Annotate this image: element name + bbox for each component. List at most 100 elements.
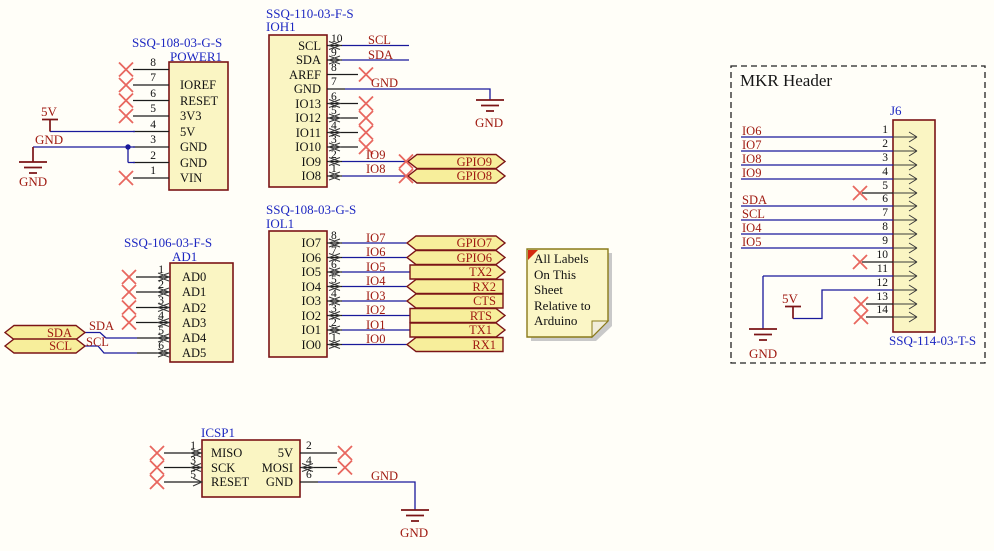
pin-label: IOREF (180, 78, 217, 92)
net-label-gnd: GND (371, 75, 399, 90)
pin-number: 14 (876, 304, 889, 316)
pin-label: SCK (211, 460, 236, 475)
net-label-io4: IO4 (742, 221, 762, 235)
pin-label: GND (180, 140, 208, 154)
flag-rx2 (405, 278, 504, 295)
pin-label: IO10 (295, 140, 321, 154)
pin-number: 10 (876, 249, 889, 261)
pin-label: IO11 (295, 125, 321, 140)
pin-number: 7 (331, 76, 337, 88)
net-label-scl: SCL (86, 334, 109, 349)
pin-number: 1 (158, 264, 164, 276)
mkr-header-title: MKR Header (740, 71, 833, 90)
ioh1-nc (358, 66, 414, 184)
no-connect-markers (118, 61, 869, 490)
ioh1-stubs (327, 44, 358, 177)
flag-label-cts: CTS (473, 294, 496, 308)
icsp1-gnd-symbol (401, 509, 429, 522)
iol1-part-number: SSQ-108-03-G-S (266, 201, 357, 217)
pin-number: 5 (190, 469, 196, 481)
j6-pin-arrows (893, 131, 918, 323)
pin-label: RESET (211, 475, 250, 489)
power-symbols (19, 99, 801, 522)
ad1-refdes: AD1 (172, 249, 198, 264)
net-label: IO6 (366, 245, 386, 259)
pin-label: GND (265, 475, 293, 489)
iol1-body (268, 230, 328, 358)
pin-number: 6 (331, 90, 337, 103)
pin-number: 7 (331, 244, 337, 257)
ioh1-pin-glyphs (327, 41, 342, 181)
component-bodies (168, 34, 936, 498)
mkr-5v-symbol (785, 305, 801, 319)
icsp1-stubs (164, 452, 337, 483)
flag-label-sda: SDA (46, 325, 72, 340)
pin-label: IO6 (301, 250, 321, 265)
pin-label: AD2 (182, 300, 207, 315)
net-label-io9: IO9 (742, 166, 762, 180)
flag-label-gpio8: GPIO8 (456, 169, 492, 183)
j6-refdes: J6 (890, 103, 902, 118)
iol1-stubs (327, 242, 342, 346)
pin-direction-glyphs (156, 41, 918, 487)
net-label: IO3 (366, 288, 386, 303)
pin-label: IO3 (301, 294, 321, 308)
gnd-symbol-label: GND (749, 345, 778, 361)
pin-number: 6 (150, 87, 156, 100)
pin-number: 13 (876, 291, 889, 303)
power1-nc (118, 61, 134, 186)
ioh1-body (268, 34, 328, 188)
net-label: IO0 (366, 332, 386, 346)
j6-wires (741, 136, 893, 329)
pin-label: AD5 (182, 346, 207, 360)
flag-label-scl: SCL (49, 339, 72, 353)
flag-label-tx2: TX2 (469, 265, 492, 279)
net-label-io6: IO6 (742, 124, 762, 138)
pin-number: 1 (150, 165, 156, 177)
icsp1-refdes: ICSP1 (201, 425, 235, 440)
pin-number: 8 (331, 61, 337, 74)
pin-number: 8 (331, 230, 337, 242)
note-fold-corner (591, 320, 610, 339)
pin-number: 6 (306, 469, 312, 481)
iol1-refdes: IOL1 (266, 215, 295, 231)
flag-label-gpio9: GPIO9 (456, 154, 492, 169)
net-label-scl: SCL (742, 207, 765, 221)
net-label-io9: IO9 (366, 147, 386, 162)
pin-number: 3 (331, 134, 337, 146)
pin-label: SCL (298, 38, 321, 53)
pin-number: 2 (331, 317, 337, 329)
pin-number: 5 (331, 273, 337, 286)
pin-stubs (133, 44, 893, 483)
pin-number: 8 (882, 221, 888, 233)
power1-stubs (133, 68, 169, 179)
ioh1-gnd-symbol (476, 99, 504, 112)
pin-number: 1 (331, 163, 337, 175)
pin-number: 2 (306, 440, 312, 452)
pin-label: AD4 (182, 331, 207, 345)
ad1-part-number: SSQ-106-03-F-S (124, 234, 213, 250)
note-text-line: Arduino (534, 313, 578, 328)
left-gnd-symbol (19, 147, 47, 174)
ioh1-part-number: SSQ-110-03-F-S (266, 5, 354, 21)
net-label-scl: SCL (368, 33, 391, 47)
pin-number: 6 (331, 259, 337, 271)
pin-label: IO5 (301, 265, 321, 279)
pin-label: MISO (211, 446, 243, 460)
pin-number: 6 (158, 340, 164, 352)
net-label: IO4 (366, 274, 386, 288)
pin-number: 10 (331, 32, 343, 45)
j6-part-number: SSQ-114-03-T-S (889, 332, 977, 348)
pin-number: 9 (882, 235, 888, 247)
net-wires (33, 44, 893, 510)
pin-label: IO0 (301, 337, 321, 352)
flag-rx1 (405, 336, 504, 353)
ad1-wires (85, 331, 137, 354)
flag-tx2 (409, 264, 507, 280)
pin-label: 3V3 (180, 109, 202, 123)
flag-label-tx1: TX1 (469, 323, 492, 337)
pin-label: AD0 (182, 270, 207, 284)
net-label-io7: IO7 (742, 138, 762, 152)
